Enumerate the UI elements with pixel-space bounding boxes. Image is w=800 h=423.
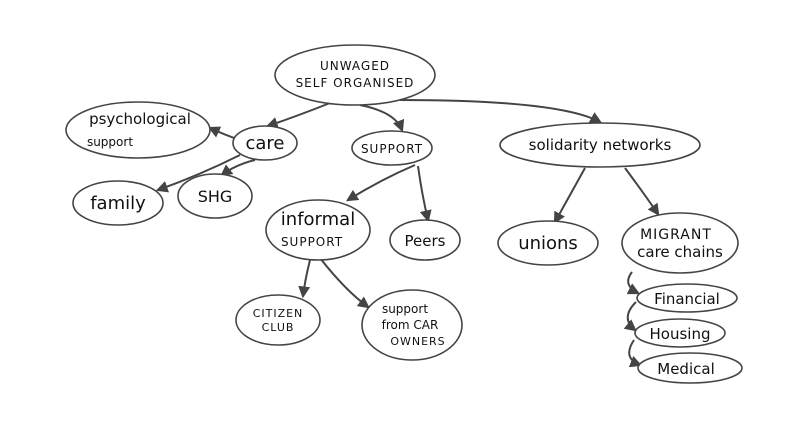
- edge-housing-medical: [628, 339, 643, 368]
- financial-label: Financial: [654, 290, 720, 308]
- carowners-label-line2: from CAR: [382, 318, 439, 332]
- node-financial: Financial: [636, 283, 738, 313]
- edge-informal-carowners: [319, 257, 370, 309]
- migrant-label-line1: MIGRANT: [640, 227, 712, 243]
- root-label-line2: SELF ORGANISED: [296, 76, 415, 90]
- node-informal: informal SUPPORT: [265, 199, 371, 261]
- root-label-line1: UNWAGED: [320, 59, 390, 73]
- edge-root-solidarity: [399, 99, 603, 124]
- edge-support-peers: [417, 165, 432, 223]
- node-psych: psychological support: [65, 101, 211, 159]
- edge-informal-citizen: [298, 259, 311, 299]
- housing-label: Housing: [650, 325, 711, 343]
- node-peers: Peers: [389, 219, 461, 261]
- node-family: family: [72, 180, 164, 226]
- shg-label: SHG: [198, 187, 233, 206]
- edges: [155, 99, 660, 368]
- edge-financial-housing: [623, 301, 637, 332]
- carowners-label-line1: support: [382, 302, 428, 316]
- node-support: SUPPORT: [351, 130, 433, 166]
- migrant-label-line2: care chains: [637, 243, 723, 261]
- citizen-label-line2: CLUB: [262, 321, 295, 334]
- support-label: SUPPORT: [361, 142, 423, 156]
- node-root: UNWAGED SELF ORGANISED: [274, 44, 436, 106]
- edge-root-support: [359, 104, 405, 133]
- node-unions: unions: [497, 220, 599, 266]
- family-label: family: [90, 193, 146, 214]
- edge-solidarity-unions: [553, 167, 586, 225]
- node-citizen: CITIZEN CLUB: [235, 294, 321, 346]
- peers-label: Peers: [405, 232, 446, 250]
- solidarity-label: solidarity networks: [529, 136, 672, 154]
- node-migrant: MIGRANT care chains: [621, 212, 739, 274]
- medical-label: Medical: [657, 360, 714, 378]
- node-carowners: support from CAR OWNERS: [361, 289, 463, 361]
- care-label: care: [245, 133, 284, 154]
- node-medical: Medical: [637, 352, 743, 384]
- edge-support-informal: [345, 164, 416, 202]
- informal-label-line1: informal: [281, 209, 355, 230]
- edge-root-care: [265, 102, 331, 129]
- edge-care-shg: [220, 159, 256, 177]
- edge-solidarity-migrant: [624, 167, 660, 216]
- psych-label-line1: psychological: [89, 110, 191, 128]
- node-care: care: [232, 125, 298, 161]
- edge-migrant-financial: [626, 271, 641, 295]
- informal-label-line2: SUPPORT: [281, 235, 343, 249]
- citizen-label-line1: CITIZEN: [253, 307, 304, 320]
- unions-label: unions: [518, 233, 578, 254]
- node-solidarity: solidarity networks: [499, 122, 701, 168]
- edge-care-family: [155, 154, 241, 193]
- node-shg: SHG: [177, 173, 253, 219]
- node-housing: Housing: [634, 318, 726, 348]
- psych-label-line2: support: [87, 135, 133, 149]
- carowners-label-line3: OWNERS: [390, 335, 445, 348]
